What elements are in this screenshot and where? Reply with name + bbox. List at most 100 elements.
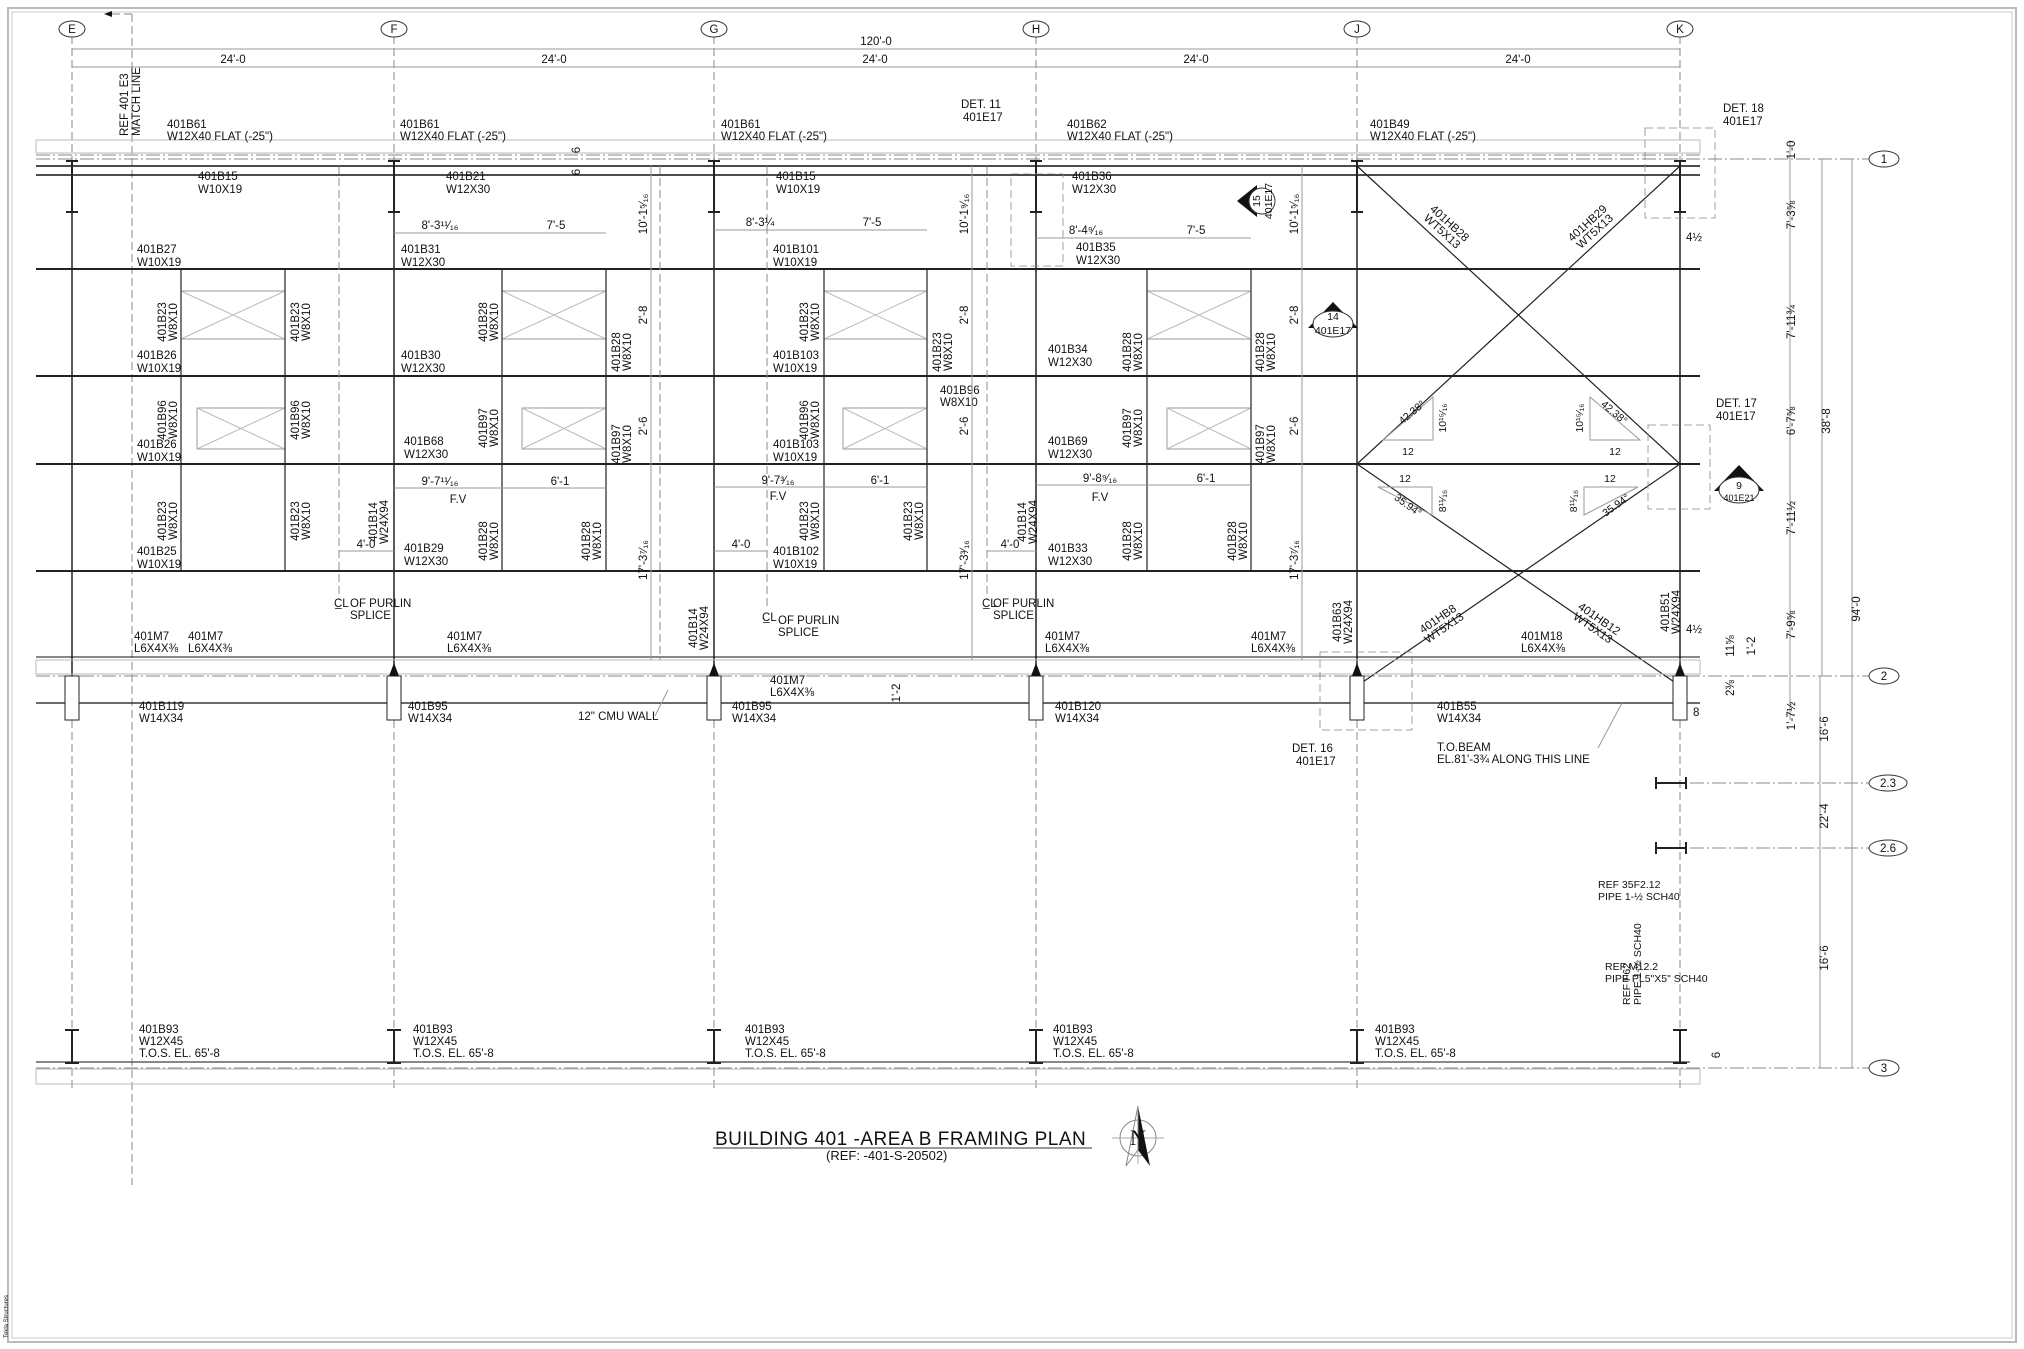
drawing-linework [1718,476,1760,504]
drawing-label: 8 [1693,707,1699,719]
drawing-label: REF M12.2 [1605,961,1658,973]
drawing-label: 17'-3⁷⁄₁₆ [638,540,650,580]
drawing-linework [1319,651,1413,731]
drawing-linework [1868,839,1908,857]
drawing-label: 401M7 [134,631,169,643]
drawing-linework [1673,1029,1687,1064]
drawing-linework: 1'-7½ [1786,701,1798,730]
drawing-label: 401B23 [932,332,944,372]
drawing-linework: 7'-11¾ [1786,305,1798,339]
drawing-linework: 1'-2 [891,684,903,703]
drawing-label: 16'-6 [1819,716,1831,741]
drawing-label: W8X10 [1238,522,1250,560]
drawing-linework [1350,1029,1364,1064]
drawing-label: 401B15 [198,171,238,183]
drawing-label: 401B93 [1375,1024,1415,1036]
drawing-label: W10X19 [137,452,181,464]
drawing-label: 6'-1 [551,476,570,488]
drawing-label: W14X34 [139,713,184,725]
drawing-label: W8X10 [168,303,180,341]
drawing-label: 401B49 [1370,119,1410,131]
drawing-linework: 10'-1⁵⁄₁₆ [638,193,650,234]
drawing-label: 24'-0 [541,54,566,66]
drawing-label: W8X10 [301,401,313,439]
drawing-label: 12 [1609,446,1621,458]
drawing-label: K [1676,24,1684,36]
brace-slope-triangles [1377,395,1642,516]
drawing-linework: 22'-4 [1819,803,1831,829]
grid-row-bubbles: 1 2 2.3 2.6 3 [1868,150,1908,1077]
drawing-linework: 1'-0 [1786,141,1798,160]
drawing-label: 2'-8 [638,306,650,325]
drawing-label: 401B95 [408,701,448,713]
drawing-label: 401B96 [940,385,980,397]
drawing-linework: 2⅜ [1725,680,1737,696]
opening [823,290,928,340]
drawing-linework: 94'-0 [1851,596,1863,621]
drawing-label: 6'-7⅝ [1786,406,1798,435]
drawing-linework [1583,486,1639,516]
drawing-label: 401B35 [1076,242,1116,254]
drawing-label: 9'-7³⁄₁₆ [761,475,794,487]
drawing-linework: 17'-3³⁄₁₆ [959,540,971,580]
drawing-label: 401B93 [139,1024,179,1036]
drawing-label: C̲L [334,598,349,610]
drawing-label: 8¹¹⁄₁₆ [1568,490,1580,512]
drawing-linework [1868,1059,1900,1077]
drawing-label: W8X10 [1133,522,1145,560]
drawing-label: 401B14 [1017,502,1029,542]
drawing-label: 12 [1399,473,1411,485]
drawing-label: 401B23 [157,302,169,342]
drawing-label: W8X10 [592,522,604,560]
drawing-label: W8X10 [1266,425,1278,463]
drawing-label: W10X19 [137,257,181,269]
drawing-label: 9 [1736,480,1742,492]
drawing-label: W12X30 [1048,357,1092,369]
drawing-linework [1166,407,1252,450]
drawing-linework [66,160,78,213]
drawing-label: 401B33 [1048,543,1088,555]
drawing-linework [823,290,928,340]
drawing-label: W12X40 FLAT (-25") [167,131,273,143]
drawing-label: 8'-3¼ [746,217,775,229]
drawing-label: W8X10 [1266,333,1278,371]
x-bracing [1356,165,1681,687]
drawing-label: 401B26 [137,439,177,451]
drawing-label: 24'-0 [1505,54,1530,66]
drawing-label: 401B97 [1255,424,1267,464]
drawing-label: 401B30 [401,350,441,362]
drawing-linework [1589,395,1642,441]
opening [1146,290,1252,340]
drawing-label: 401B62 [1067,119,1107,131]
drawing-label: 401B96 [157,400,169,440]
column-row2 [1672,675,1688,721]
wall-openings [180,290,1252,450]
drawing-label: W10X19 [773,452,817,464]
drawing-label: 401B23 [290,501,302,541]
drawing-linework: 8¹¹⁄₁₆ [1437,490,1449,512]
drawing-linework [387,1029,401,1064]
drawing-linework: 10'-1⁵⁄₁₆ [1289,193,1301,234]
drawing-label: W12X45 [745,1036,789,1048]
drawing-label: 7'-5 [547,220,566,232]
drawing-linework [1248,187,1276,215]
drawing-label: W12X45 [1053,1036,1097,1048]
drawing-label: W8X10 [622,333,634,371]
drawing-label: W8X10 [301,502,313,540]
drawing-label: N [1130,1125,1146,1150]
drawing-linework [1356,463,1681,687]
section-marker-14: 14 401E17 [1308,302,1358,338]
drawing-label: 401B97 [478,408,490,448]
drawing-label: W8X10 [1133,409,1145,447]
drawing-linework [380,20,408,38]
